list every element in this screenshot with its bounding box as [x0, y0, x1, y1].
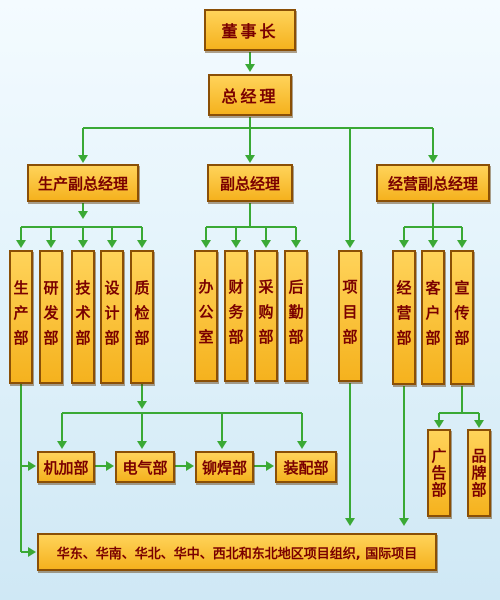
general-manager-box: 总经理 — [208, 74, 292, 116]
chairman-box: 董事长 — [204, 9, 296, 51]
dept-brand: 品牌部 — [467, 429, 491, 517]
dept-advertising: 广告部 — [427, 429, 451, 517]
dept-rnd: 研发部 — [39, 250, 63, 384]
workshop-electrical: 电气部 — [115, 451, 175, 483]
dept-customer: 客户部 — [421, 250, 445, 385]
dept-office: 办公室 — [194, 250, 218, 382]
dept-finance: 财务部 — [224, 250, 248, 382]
dept-purchasing: 采购部 — [254, 250, 278, 382]
vp-production-box: 生产副总经理 — [27, 164, 139, 202]
dept-design: 设计部 — [100, 250, 124, 384]
vp-box: 副总经理 — [207, 164, 293, 202]
dept-business: 经营部 — [392, 250, 416, 385]
regions-box: 华东、华南、华北、华中、西北和东北地区项目组织, 国际项目 — [37, 533, 437, 571]
workshop-welding: 铆焊部 — [195, 451, 254, 483]
workshop-assembly: 装配部 — [275, 451, 337, 483]
dept-quality: 质检部 — [130, 250, 154, 384]
dept-logistics: 后勤部 — [284, 250, 308, 382]
dept-project: 项目部 — [338, 250, 362, 382]
dept-technical: 技术部 — [71, 250, 95, 384]
dept-publicity: 宣传部 — [450, 250, 474, 385]
dept-production: 生产部 — [9, 250, 33, 384]
workshop-machining: 机加部 — [37, 451, 95, 483]
vp-business-box: 经营副总经理 — [376, 164, 490, 202]
